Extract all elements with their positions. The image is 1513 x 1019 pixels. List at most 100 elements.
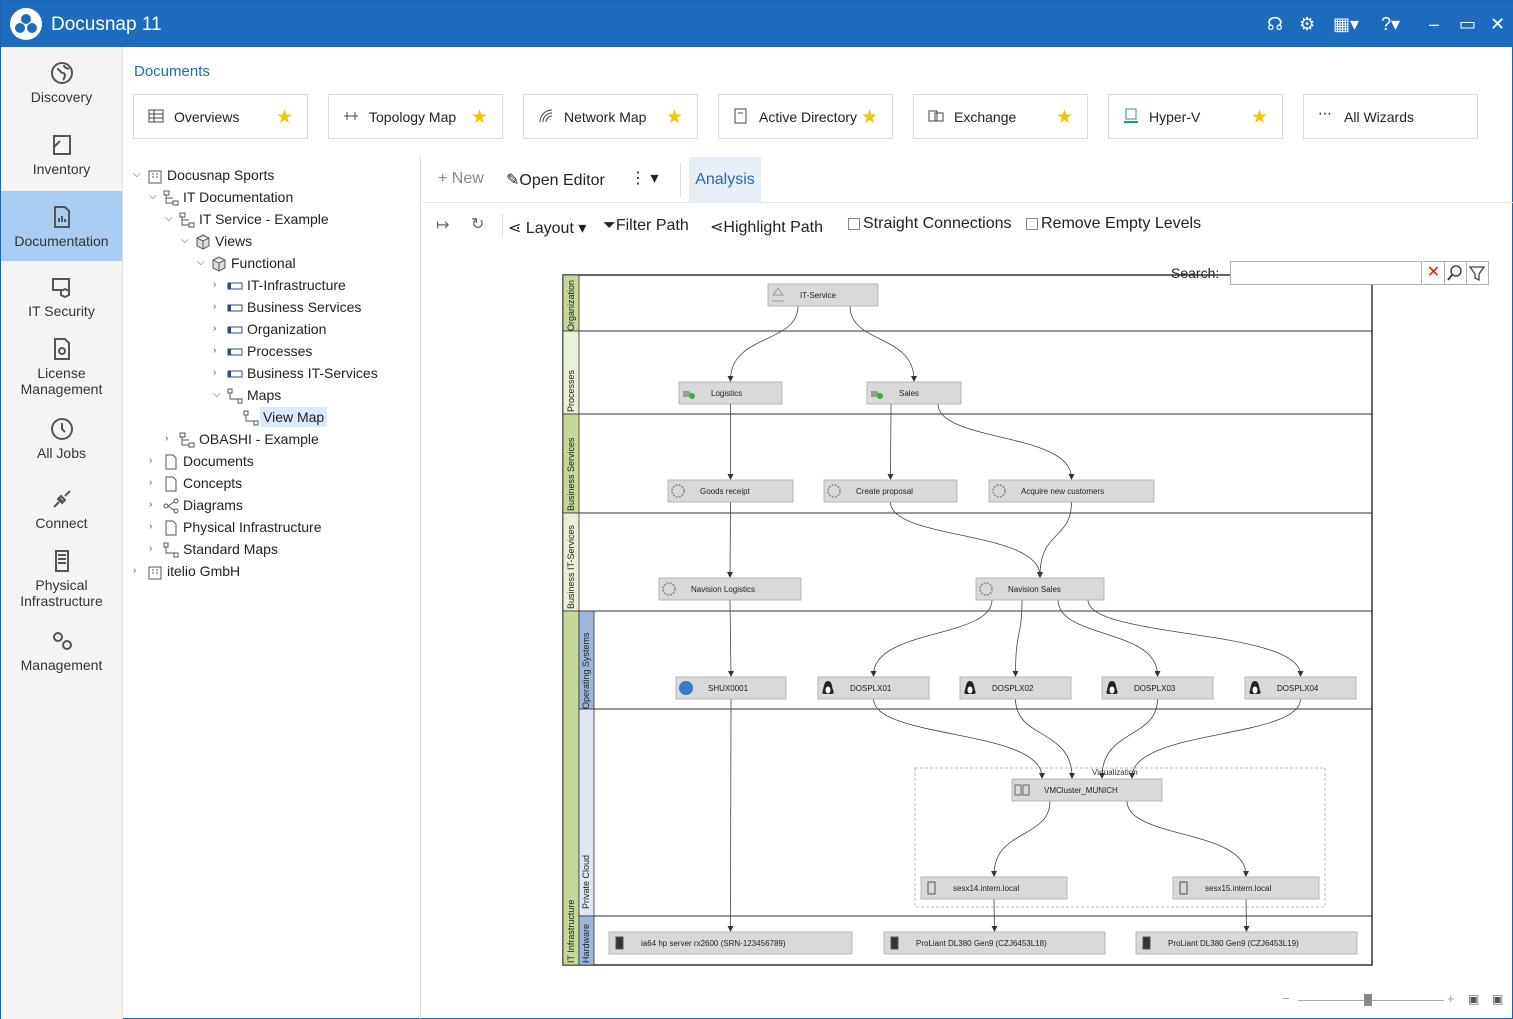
map-node-navision-logistics[interactable]: [658, 577, 802, 601]
maximize-icon[interactable]: ▭: [1459, 14, 1477, 34]
map-node-acquire-new-customers[interactable]: [988, 479, 1155, 503]
chevron-right-icon[interactable]: ›: [149, 477, 153, 488]
map-node-logistics[interactable]: [678, 381, 783, 405]
wizard-network-map[interactable]: Network Map ★: [523, 94, 698, 139]
zoom-slider[interactable]: − + ▣ ▣: [1282, 991, 1512, 1011]
wizard-hyper-v[interactable]: Hyper-V ★: [1108, 94, 1283, 139]
map-node-shux0001[interactable]: [675, 676, 787, 700]
chevron-down-icon[interactable]: ⌵: [181, 235, 189, 246]
chevron-right-icon[interactable]: ›: [149, 499, 153, 510]
zoom-out-icon[interactable]: −: [1282, 991, 1290, 1006]
virtualization-box: [914, 767, 1326, 908]
map-node-sesx15[interactable]: [1172, 876, 1320, 900]
map-node-sales[interactable]: [866, 381, 962, 405]
map-node-hp-server-rx2600[interactable]: [608, 931, 853, 955]
chevron-right-icon[interactable]: ›: [149, 543, 153, 554]
chevron-down-icon[interactable]: ⌵: [197, 257, 205, 268]
chevron-right-icon[interactable]: ›: [165, 433, 169, 444]
more-options-button[interactable]: ⋮ ▾: [630, 170, 659, 187]
chevron-down-icon[interactable]: ⌵: [133, 169, 141, 180]
zoom-reset-icon[interactable]: ▣: [1492, 992, 1504, 1006]
tree-bar-icon: [227, 300, 243, 321]
close-icon[interactable]: ✕: [1490, 14, 1506, 34]
chevron-right-icon[interactable]: ›: [213, 279, 217, 290]
map-node-navision-sales[interactable]: [975, 577, 1105, 601]
chevron-right-icon[interactable]: ›: [149, 455, 153, 466]
zoom-in-icon[interactable]: +: [1447, 991, 1455, 1006]
nav-discovery[interactable]: Discovery: [1, 61, 122, 119]
nav-connect[interactable]: Connect: [1, 487, 122, 545]
nav-documentation[interactable]: Documentation: [1, 191, 122, 261]
headset-icon[interactable]: ☊: [1267, 14, 1283, 34]
expand-arrow-icon[interactable]: ↦: [436, 217, 450, 234]
chevron-right-icon[interactable]: ›: [149, 521, 153, 532]
favorite-star-icon[interactable]: ★: [275, 107, 293, 128]
map-node-dosplx02[interactable]: [959, 676, 1072, 700]
filter-path-button[interactable]: ⏷Filter Path: [603, 217, 689, 235]
chevron-right-icon[interactable]: ›: [213, 323, 217, 334]
map-node-dosplx03[interactable]: [1101, 676, 1214, 700]
nav-license-management[interactable]: License Management: [1, 337, 122, 403]
nav-it-security-label: IT Security: [28, 303, 95, 319]
vm-cluster-icon: [1014, 784, 1022, 796]
layout-button[interactable]: ⋖ Layout ▾: [508, 220, 587, 237]
map-connection-arrow: [1099, 773, 1105, 779]
chevron-down-icon[interactable]: ⌵: [165, 213, 173, 224]
map-node-it-service[interactable]: [767, 283, 879, 307]
map-node-sesx14[interactable]: [920, 876, 1068, 900]
highlight-path-icon: ⋖: [710, 219, 724, 236]
search-icon[interactable]: [1445, 261, 1467, 285]
wizard-active-directory[interactable]: Active Directory ★: [718, 94, 893, 139]
map-node-create-proposal[interactable]: [823, 479, 958, 503]
wizard-all-wizards[interactable]: ⋯ All Wizards: [1303, 94, 1478, 139]
map-node-goods-receipt[interactable]: [667, 479, 794, 503]
map-node-dosplx04[interactable]: [1244, 676, 1357, 700]
clear-search-icon[interactable]: ✕: [1423, 261, 1445, 285]
settings-gear-icon[interactable]: ⚙: [1299, 14, 1316, 34]
map-connection-arrow: [1243, 871, 1249, 877]
search-input[interactable]: [1230, 261, 1422, 285]
chevron-right-icon[interactable]: ›: [213, 367, 217, 378]
wizard-topology-map[interactable]: Topology Map ★: [328, 94, 503, 139]
tab-analysis[interactable]: Analysis: [689, 157, 761, 203]
straight-connections-checkbox[interactable]: Straight Connections: [848, 215, 1012, 233]
chevron-right-icon[interactable]: ›: [213, 301, 217, 312]
minimize-icon[interactable]: –: [1429, 14, 1440, 34]
wizard-overviews[interactable]: Overviews ★: [133, 94, 308, 139]
highlight-path-button[interactable]: ⋖Highlight Path: [710, 217, 823, 237]
document-tree: ⌵Docusnap Sports⌵IT Documentation⌵IT Ser…: [123, 157, 421, 1019]
nav-physical-infrastructure-label: Physical Infrastructure: [20, 577, 103, 609]
linux-penguin-belly: [825, 686, 831, 694]
remove-empty-levels-checkbox[interactable]: Remove Empty Levels: [1026, 215, 1201, 233]
nav-management[interactable]: Management: [1, 629, 122, 687]
map-connection: [1087, 599, 1301, 676]
favorite-star-icon[interactable]: ★: [860, 107, 878, 128]
favorite-star-icon[interactable]: ★: [470, 107, 488, 128]
help-icon[interactable]: ?▾: [1381, 14, 1401, 34]
zoom-thumb[interactable]: [1364, 994, 1372, 1006]
map-node-proliant-l19[interactable]: [1135, 931, 1358, 955]
favorite-star-icon[interactable]: ★: [1250, 107, 1268, 128]
map-node-vmcluster-munich[interactable]: [1011, 778, 1163, 802]
refresh-icon[interactable]: ↻: [471, 216, 485, 233]
nav-it-security[interactable]: IT Security: [1, 275, 122, 333]
license-menu-icon[interactable]: ▦▾: [1333, 14, 1360, 34]
nav-all-jobs[interactable]: All Jobs: [1, 417, 122, 475]
search-filter-icon[interactable]: [1467, 261, 1489, 285]
wizard-exchange[interactable]: Exchange ★: [913, 94, 1088, 139]
new-button[interactable]: + New: [438, 170, 484, 188]
map-node-dosplx01[interactable]: [817, 676, 930, 700]
chevron-right-icon[interactable]: ›: [133, 565, 137, 576]
chevron-down-icon[interactable]: ⌵: [213, 389, 221, 400]
map-node-proliant-l18[interactable]: [883, 931, 1106, 955]
nav-inventory[interactable]: Inventory: [1, 133, 122, 191]
nav-physical-infrastructure[interactable]: Physical Infrastructure: [1, 549, 122, 615]
open-editor-button[interactable]: ✎Open Editor: [506, 170, 605, 190]
favorite-star-icon[interactable]: ★: [665, 107, 683, 128]
zoom-fit-icon[interactable]: ▣: [1468, 992, 1480, 1006]
favorite-star-icon[interactable]: ★: [1055, 107, 1073, 128]
chevron-right-icon[interactable]: ›: [213, 345, 217, 356]
chevron-down-icon[interactable]: ⌵: [149, 191, 157, 202]
